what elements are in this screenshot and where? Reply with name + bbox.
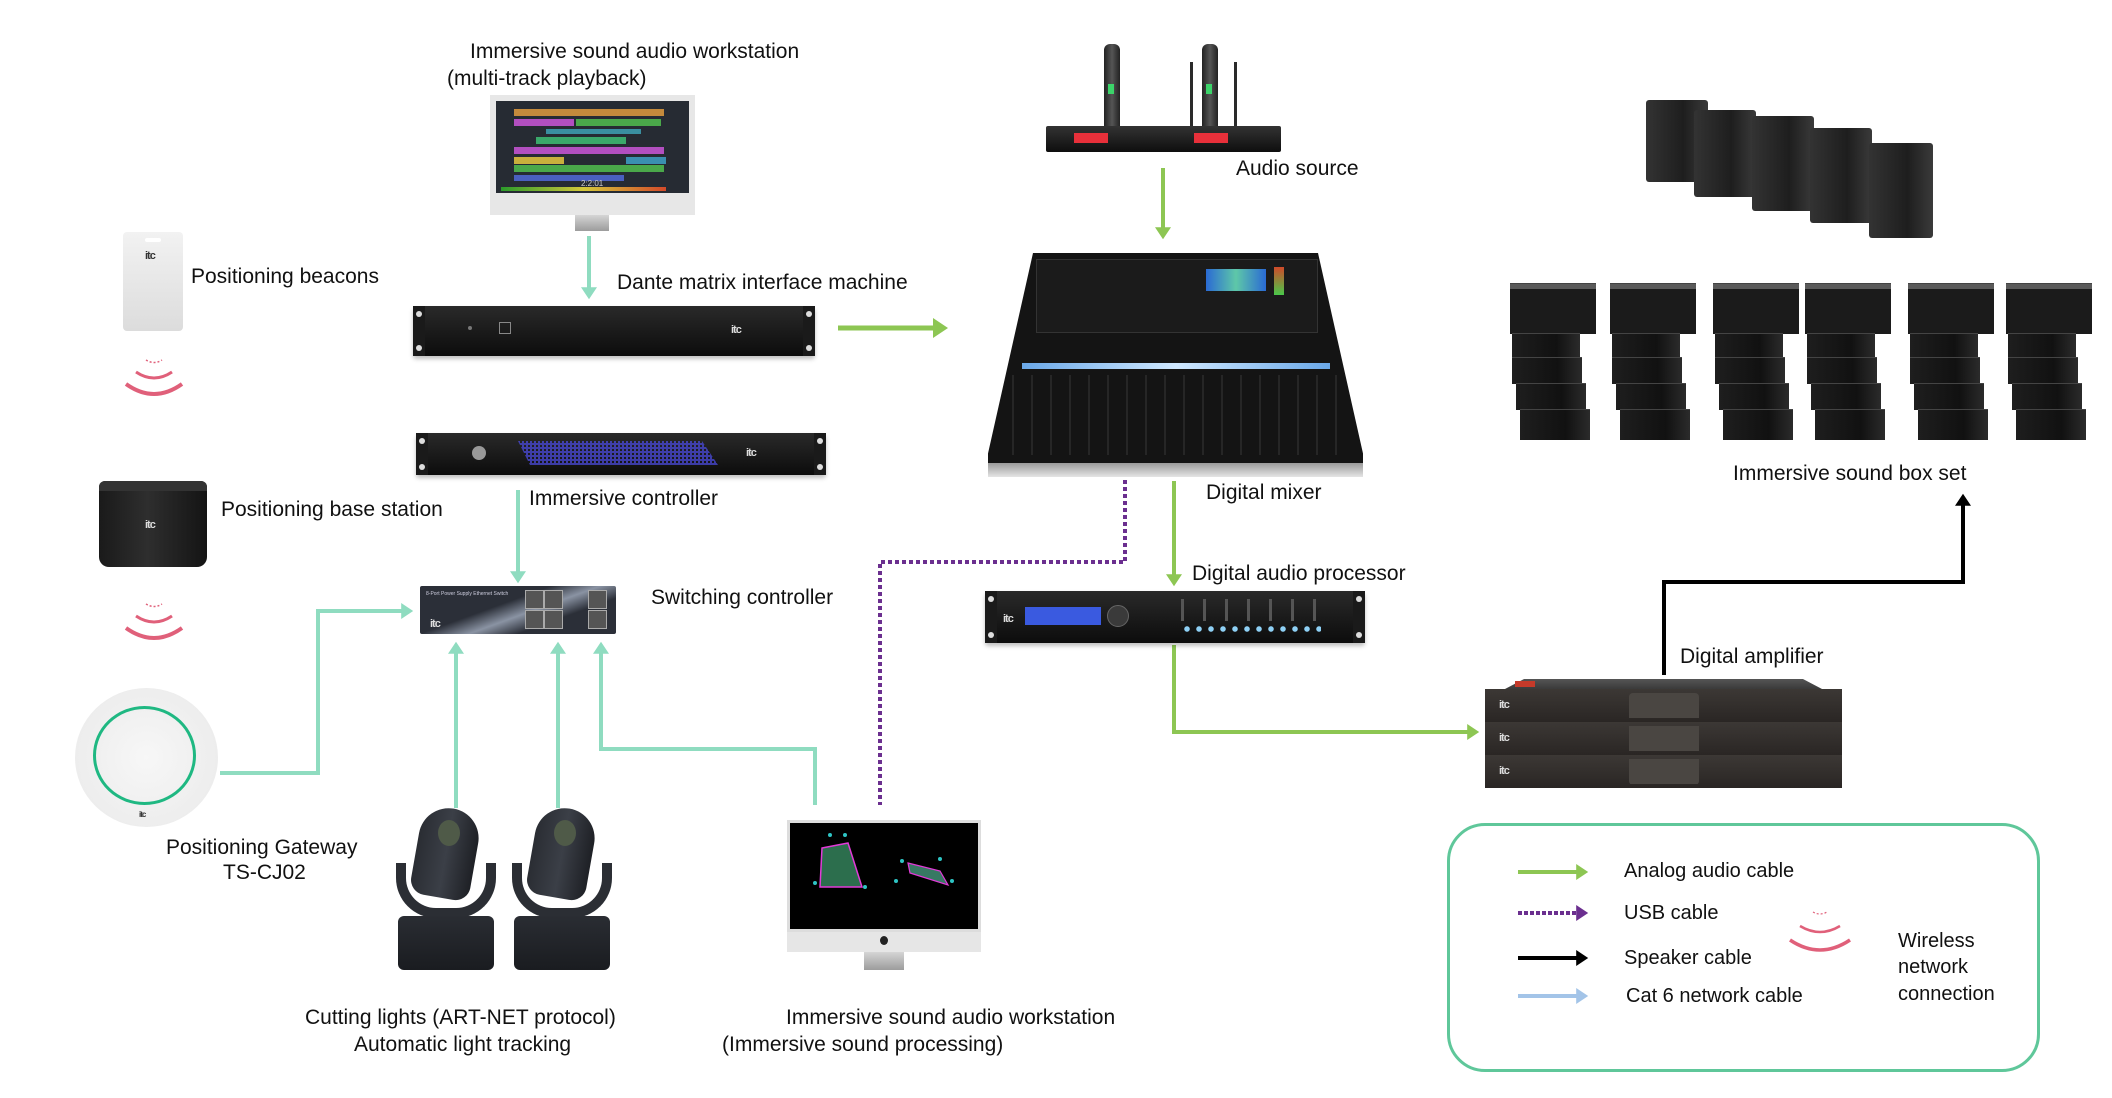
itc-logo: itc <box>430 618 441 630</box>
digital-audio-processor-device: itc <box>985 591 1365 643</box>
dante-matrix-device: itc <box>413 306 815 356</box>
cutting-light-1 <box>392 803 500 970</box>
positioning-beacons-label: Positioning beacons <box>191 265 379 288</box>
line-array-speakers-group <box>1510 283 2092 443</box>
cutting-light-2 <box>508 803 616 970</box>
itc-logo: itc <box>731 324 742 336</box>
legend-symbols <box>1518 864 1851 1004</box>
itc-logo: itc <box>1003 613 1014 625</box>
immersive-controller-label: Immersive controller <box>529 487 719 510</box>
positioning-gateway-device: itc <box>75 688 218 827</box>
positioning-base-station-device: itc <box>99 481 207 567</box>
digital-audio-processor-label: Digital audio processor <box>1192 562 1406 585</box>
digital-amplifier-label: Digital amplifier <box>1680 645 1824 668</box>
positioning-gateway-label-line1: Positioning Gateway <box>166 836 358 859</box>
legend-wireless-label-line2: network <box>1898 956 1969 978</box>
playback-time: 2:2:01 <box>581 179 604 188</box>
sound-box-set-label: Immersive sound box set <box>1733 462 1967 485</box>
itc-logo: itc <box>139 810 146 819</box>
itc-logo: itc <box>145 519 156 531</box>
workstation-playback-label-line2: (multi-track playback) <box>447 67 647 90</box>
legend-wireless-label-line3: connection <box>1898 983 1995 1005</box>
legend-usb-label: USB cable <box>1624 902 1719 924</box>
itc-logo: itc <box>746 447 757 459</box>
itc-logo: itc <box>1499 732 1510 744</box>
legend-wireless-label-line1: Wireless <box>1898 930 1975 952</box>
cutting-lights-label-line1: Cutting lights (ART-NET protocol) <box>305 1006 616 1029</box>
wireless-signal-icon <box>124 359 184 396</box>
legend-speaker-label: Speaker cable <box>1624 947 1752 969</box>
workstation-playback-label-line1: Immersive sound audio workstation <box>470 40 800 63</box>
workstation-processing-imac <box>777 818 991 970</box>
apple-icon <box>880 936 888 945</box>
positioning-beacon-card: itc <box>123 232 183 331</box>
wire-workstation2-to-switch <box>593 641 817 805</box>
immersive-controller-device: itc <box>416 433 826 475</box>
itc-logo: itc <box>1499 765 1510 777</box>
wire-gateway-to-switch <box>220 603 414 775</box>
digital-mixer-device <box>988 245 1363 477</box>
audio-source-label: Audio source <box>1236 157 1359 180</box>
switch-model-text: 8-Port Power Supply Ethernet Switch <box>426 591 509 597</box>
dante-matrix-label: Dante matrix interface machine <box>617 271 908 294</box>
workstation-playback-monitor: 2:2:01 <box>490 95 695 235</box>
switching-controller-device: 8-Port Power Supply Ethernet Switch itc <box>420 586 616 634</box>
positioning-gateway-label-line2: TS-CJ02 <box>223 861 306 884</box>
switching-controller-label: Switching controller <box>651 586 834 609</box>
itc-logo: itc <box>145 250 156 262</box>
line-array-speaker <box>1610 283 1696 443</box>
positioning-base-station-label: Positioning base station <box>221 498 443 521</box>
legend-cat6-label: Cat 6 network cable <box>1626 985 1803 1007</box>
line-array-speaker <box>2006 283 2092 443</box>
legend-wireless-icon <box>1789 911 1851 952</box>
legend-analog-label: Analog audio cable <box>1624 860 1795 882</box>
line-array-speaker <box>1908 283 1994 443</box>
legend-box: Analog audio cable USB cable Speaker cab… <box>1447 823 2040 1072</box>
digital-amplifier-device: itc itc itc <box>1485 679 1842 788</box>
cutting-lights-label-line2: Automatic light tracking <box>354 1033 572 1056</box>
workstation-processing-label-line1: Immersive sound audio workstation <box>786 1006 1116 1029</box>
surround-speakers-group <box>1642 98 1944 238</box>
line-array-speaker <box>1510 283 1596 443</box>
workstation-processing-label-line2: (Immersive sound processing) <box>722 1033 1004 1056</box>
line-array-speaker <box>1805 283 1891 443</box>
digital-mixer-label: Digital mixer <box>1206 481 1322 504</box>
wire-processor-to-amplifier <box>1172 645 1480 740</box>
audio-source-wireless-mic-receiver <box>1042 41 1281 159</box>
wireless-signal-icon <box>124 603 184 640</box>
line-array-speaker <box>1713 283 1799 443</box>
itc-logo: itc <box>1499 699 1510 711</box>
